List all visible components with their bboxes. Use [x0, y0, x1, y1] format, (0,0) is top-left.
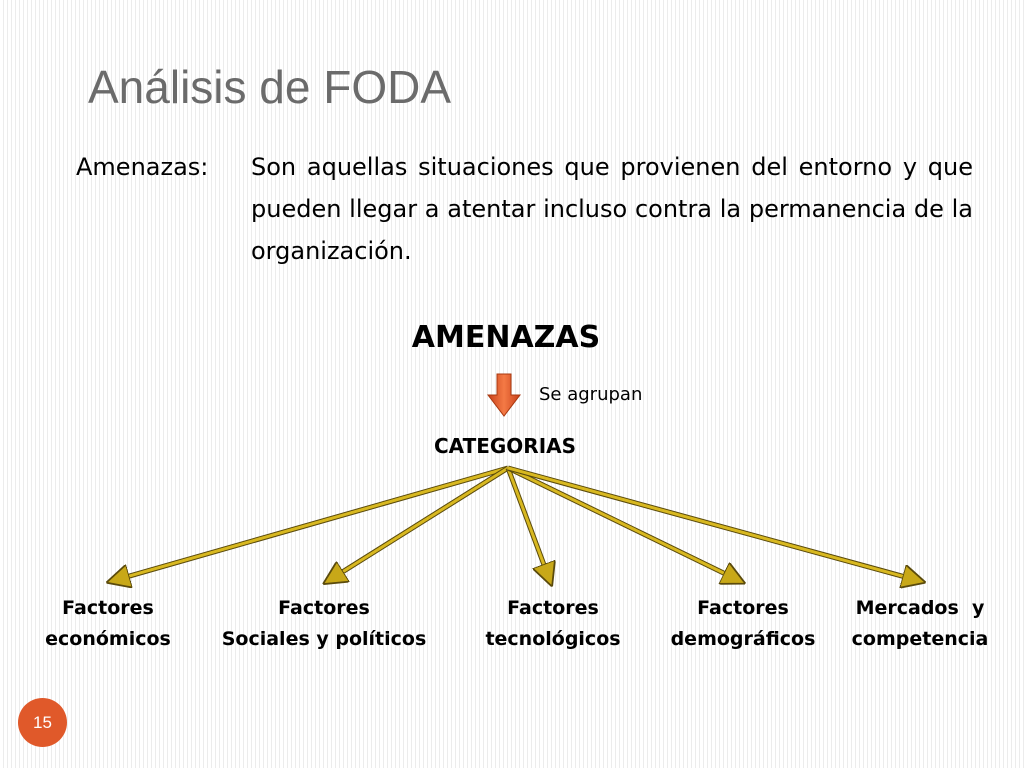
category-sociales-politicos: Factores Sociales y políticos [219, 593, 429, 655]
down-arrow-icon [487, 373, 521, 417]
category-demograficos: Factores demográficos [666, 593, 820, 655]
page-number-badge: 15 [18, 698, 67, 747]
relation-label: Se agrupan [539, 384, 643, 405]
category-line1: Factores [278, 597, 370, 619]
category-line1: Mercados y [855, 597, 985, 619]
category-economicos: Factores económicos [42, 593, 174, 655]
connector-group [112, 465, 920, 581]
category-line2: económicos [45, 628, 171, 650]
category-line1: Factores [507, 597, 599, 619]
diagram-root-node: AMENAZAS [411, 320, 601, 355]
category-line2: competencia [851, 628, 989, 650]
slide-title: Análisis de FODA [88, 61, 452, 113]
category-line1: Factores [62, 597, 154, 619]
definition-term: Amenazas: [76, 153, 209, 181]
category-line2: demográficos [670, 628, 816, 650]
category-line2: Sociales y políticos [221, 628, 427, 650]
diagram-middle-node: CATEGORIAS [433, 434, 577, 458]
category-line1: Factores [697, 597, 789, 619]
category-line2: tecnológicos [485, 628, 621, 650]
category-mercados-competencia: Mercados y competencia [846, 593, 994, 655]
category-tecnologicos: Factores tecnológicos [481, 593, 625, 655]
definition-text: Son aquellas situaciones que provienen d… [251, 153, 973, 265]
